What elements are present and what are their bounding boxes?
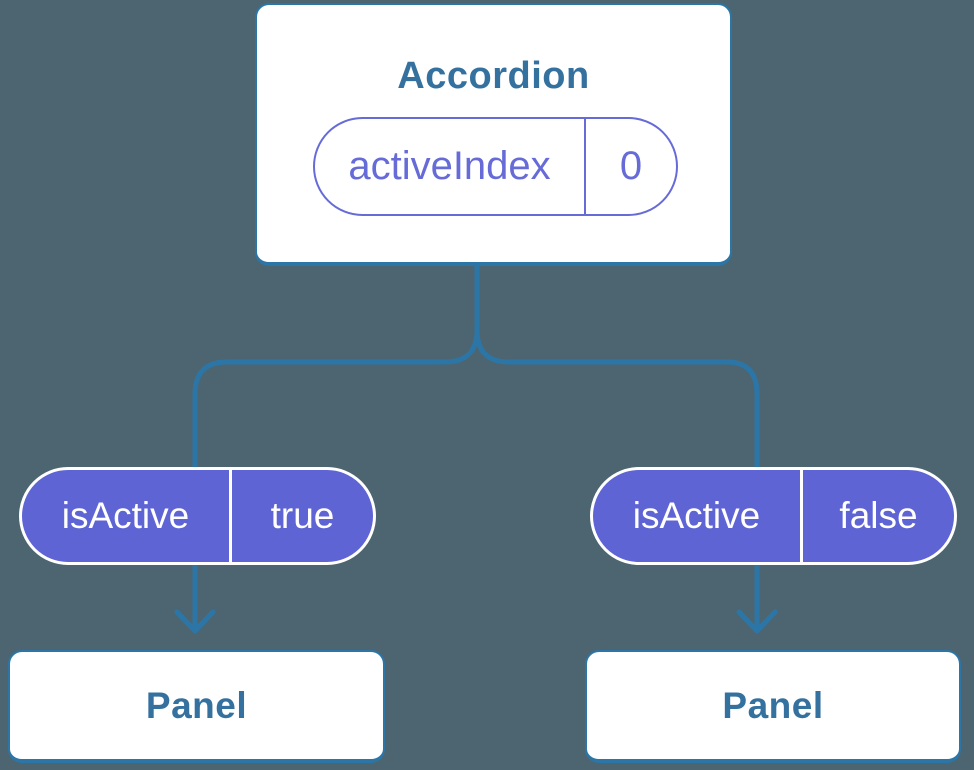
prop-value: true: [270, 495, 335, 536]
component-title: Accordion: [397, 55, 590, 97]
component-title: Panel: [145, 684, 248, 726]
arrowhead-down-right-icon: [736, 609, 778, 634]
prop-name: isActive: [593, 470, 803, 562]
prop-pill-right: isActive false: [590, 467, 957, 565]
prop-name: isActive: [22, 470, 232, 562]
state-name: activeIndex: [315, 119, 586, 214]
arrowhead-down-left-icon: [174, 609, 216, 634]
component-title: Panel: [722, 684, 824, 726]
accordion-component-card: Accordion activeIndex 0: [255, 3, 732, 266]
branch-left-line: [192, 260, 480, 629]
prop-pill-left: isActive true: [19, 467, 376, 565]
state-pill: activeIndex 0: [313, 117, 678, 216]
state-value: 0: [619, 144, 643, 188]
prop-value: false: [839, 495, 918, 536]
branch-right-line: [474, 260, 760, 629]
panel-component-card-right: Panel: [585, 650, 961, 763]
panel-component-card-left: Panel: [8, 650, 385, 763]
